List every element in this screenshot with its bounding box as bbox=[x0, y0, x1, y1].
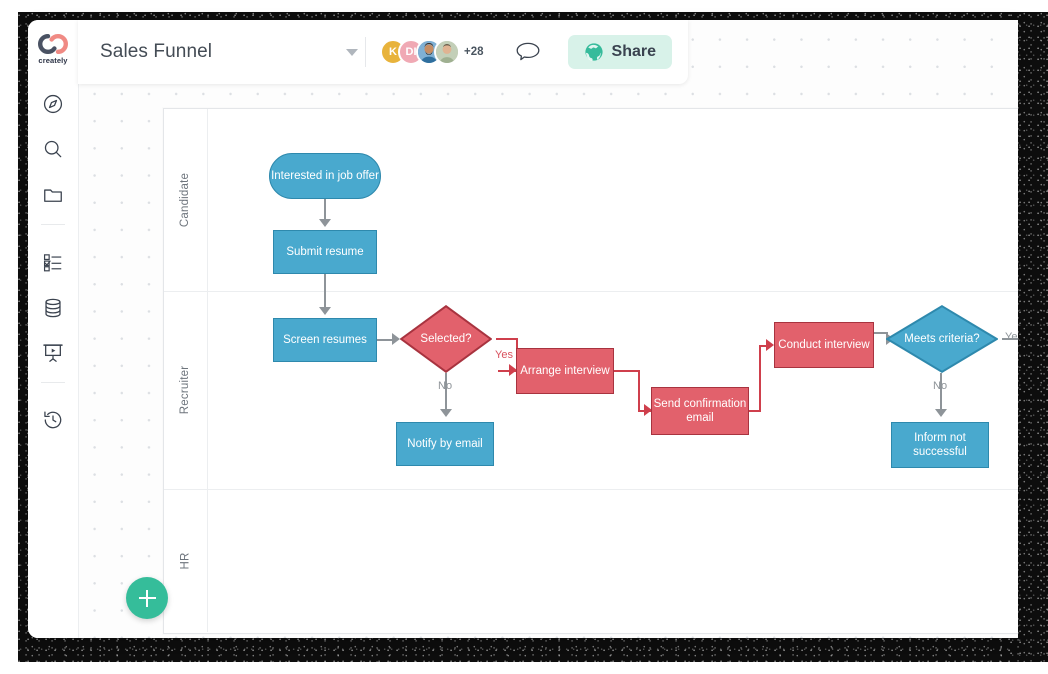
connector-line bbox=[324, 274, 326, 310]
creately-mark-icon bbox=[38, 34, 68, 54]
swimlane-label: Candidate bbox=[179, 172, 192, 228]
swimlane-label: Recruiter bbox=[179, 365, 192, 415]
node-meets-criteria-decision[interactable]: Meets criteria? bbox=[886, 305, 998, 373]
connector-line bbox=[940, 373, 942, 412]
diamond-shape-icon bbox=[886, 305, 998, 373]
node-notify-by-email[interactable]: Notify by email bbox=[396, 422, 494, 466]
comment-bubble-icon bbox=[516, 42, 539, 61]
plus-icon bbox=[138, 589, 156, 607]
toolbar-divider bbox=[365, 37, 367, 67]
document-toolbar: Sales Funnel K DI bbox=[78, 20, 688, 84]
avatar-overflow-count[interactable]: +28 bbox=[464, 46, 484, 58]
sidebar-divider-1 bbox=[41, 224, 65, 225]
sidebar-divider-2 bbox=[41, 382, 65, 383]
connector-line bbox=[324, 199, 326, 221]
connector-line bbox=[614, 370, 640, 372]
node-label: Send confirmation email bbox=[653, 398, 747, 424]
connector-line bbox=[638, 370, 640, 411]
swimlane-header-recruiter[interactable]: Recruiter bbox=[164, 291, 208, 489]
edge-label-no: No bbox=[438, 380, 453, 392]
node-label: Meets criteria? bbox=[904, 333, 980, 345]
sidebar-item-presentation[interactable] bbox=[39, 339, 67, 367]
avatar[interactable] bbox=[434, 39, 461, 65]
search-icon bbox=[44, 140, 62, 158]
swimlane-label: HR bbox=[179, 551, 192, 570]
avatar-photo-icon bbox=[436, 41, 459, 63]
connector-arrow bbox=[935, 409, 947, 417]
creately-logo[interactable]: creately bbox=[28, 34, 78, 65]
connector-line bbox=[749, 410, 761, 412]
chevron-down-icon bbox=[346, 48, 359, 56]
folder-icon bbox=[44, 189, 62, 202]
diamond-shape-icon bbox=[400, 305, 492, 373]
collaborator-avatars: K DI bbox=[380, 39, 484, 65]
connector-arrow bbox=[644, 404, 652, 416]
node-label: Inform not successful bbox=[913, 432, 967, 458]
swimlane-header-candidate[interactable]: Candidate bbox=[164, 109, 208, 291]
node-label: Submit resume bbox=[286, 246, 364, 258]
connector-arrow bbox=[319, 219, 331, 227]
database-icon bbox=[45, 298, 61, 318]
connector-line bbox=[377, 339, 397, 341]
node-label: Selected? bbox=[420, 333, 472, 345]
sidebar-item-data[interactable] bbox=[39, 294, 67, 322]
avatar-initials: DI bbox=[405, 46, 417, 58]
checklist-icon bbox=[43, 254, 62, 272]
add-shape-button[interactable] bbox=[126, 577, 168, 619]
node-label: Screen resumes bbox=[283, 334, 367, 346]
left-sidebar: creately bbox=[28, 20, 79, 638]
connector-arrow bbox=[766, 339, 774, 351]
connector-line bbox=[498, 370, 518, 372]
node-label: Arrange interview bbox=[520, 365, 610, 377]
connector-line bbox=[759, 345, 761, 411]
connector-arrow bbox=[392, 333, 400, 345]
node-screen-resumes[interactable]: Screen resumes bbox=[273, 318, 377, 362]
connector-arrow bbox=[319, 307, 331, 315]
app-window: creately bbox=[28, 20, 1018, 638]
swimlane-candidate: Candidate bbox=[164, 109, 1018, 292]
node-arrange-interview[interactable]: Arrange interview bbox=[516, 348, 614, 394]
comments-button[interactable] bbox=[512, 36, 544, 68]
node-label: Notify by email bbox=[407, 438, 483, 450]
connector-arrow bbox=[440, 409, 452, 417]
creately-wordmark: creately bbox=[38, 56, 68, 65]
edge-label-yes: Yes bbox=[1005, 331, 1018, 343]
node-conduct-interview[interactable]: Conduct interview bbox=[774, 322, 874, 368]
globe-icon bbox=[584, 43, 603, 61]
swimlane-container: Candidate Recruiter HR bbox=[163, 108, 1018, 634]
node-selected-decision[interactable]: Selected? bbox=[400, 305, 492, 373]
connector-line bbox=[496, 338, 518, 340]
compass-icon bbox=[43, 94, 63, 114]
share-button[interactable]: Share bbox=[567, 35, 672, 69]
history-icon bbox=[44, 411, 62, 429]
diagram-canvas[interactable]: Candidate Recruiter HR bbox=[78, 20, 1018, 638]
node-send-confirmation-email[interactable]: Send confirmation email bbox=[651, 387, 749, 435]
node-label: Conduct interview bbox=[778, 339, 870, 351]
connector-arrow bbox=[509, 364, 517, 376]
sidebar-item-tasks[interactable] bbox=[39, 248, 67, 276]
node-label: Interested in job offer bbox=[271, 170, 379, 182]
edge-label-no: No bbox=[933, 380, 948, 392]
share-label: Share bbox=[611, 43, 656, 60]
avatar-initials: K bbox=[389, 46, 397, 58]
node-inform-not-successful[interactable]: Inform not successful bbox=[891, 422, 989, 468]
edge-label-yes: Yes bbox=[495, 349, 513, 361]
sidebar-item-folders[interactable] bbox=[39, 181, 67, 209]
swimlane-recruiter: Recruiter bbox=[164, 291, 1018, 490]
swimlane-hr: HR bbox=[164, 489, 1018, 632]
node-submit-resume[interactable]: Submit resume bbox=[273, 230, 377, 274]
sidebar-item-explore[interactable] bbox=[39, 90, 67, 118]
connector-line bbox=[874, 332, 888, 334]
page-title[interactable]: Sales Funnel bbox=[100, 41, 213, 62]
node-interested-in-job-offer[interactable]: Interested in job offer bbox=[269, 153, 381, 199]
connector-line bbox=[1002, 338, 1018, 340]
title-dropdown-button[interactable] bbox=[339, 48, 365, 56]
sidebar-item-search[interactable] bbox=[39, 135, 67, 163]
connector-line bbox=[759, 345, 771, 347]
connector-line bbox=[445, 373, 447, 412]
presentation-icon bbox=[43, 344, 63, 362]
sidebar-item-history[interactable] bbox=[39, 406, 67, 434]
window-shadow-bottom bbox=[18, 636, 1030, 662]
swimlane-header-hr[interactable]: HR bbox=[164, 489, 208, 632]
